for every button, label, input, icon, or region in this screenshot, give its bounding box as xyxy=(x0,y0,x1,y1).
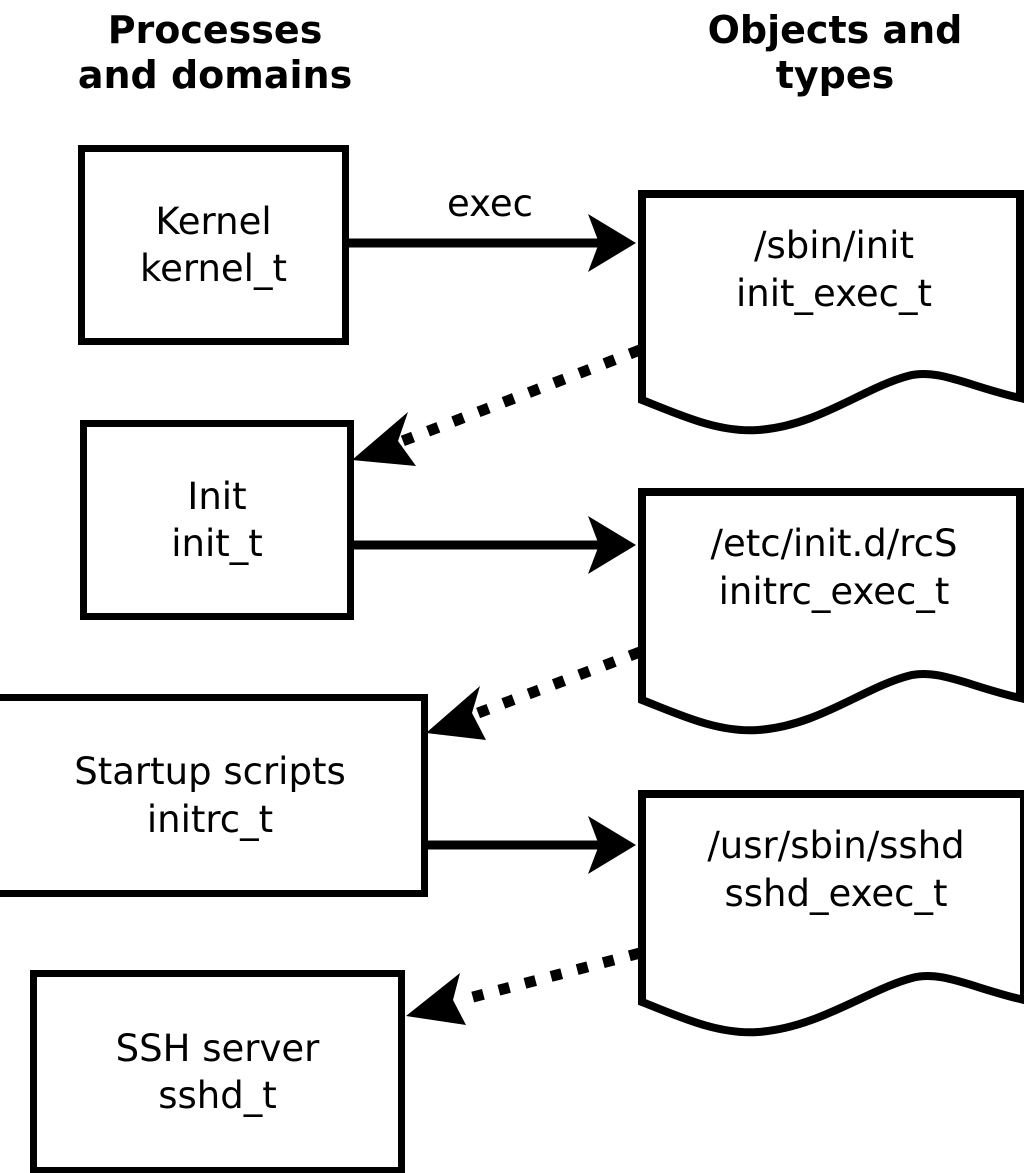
process-box-kernel[interactable]: Kernel kernel_t xyxy=(78,145,349,345)
process-box-init-type: init_t xyxy=(171,522,263,565)
arrowhead xyxy=(426,686,486,740)
document-shape-icon xyxy=(638,190,1024,435)
edge-line-dotted xyxy=(398,344,642,448)
process-box-ssh-server-name: SSH server xyxy=(115,1026,320,1070)
process-box-startup-scripts[interactable]: Startup scripts initrc_t xyxy=(0,694,428,897)
process-box-kernel-type: kernel_t xyxy=(140,247,287,290)
process-box-ssh-server[interactable]: SSH server sshd_t xyxy=(30,970,405,1173)
edge-sshd-exec-transition-sshd xyxy=(406,947,642,1025)
process-box-startup-scripts-name: Startup scripts xyxy=(74,750,346,794)
process-box-ssh-server-type: sshd_t xyxy=(158,1074,277,1117)
column-header-processes-and-domains: Processes and domains xyxy=(77,8,353,97)
edge-init-exec-transition-init xyxy=(352,344,642,466)
document-shape-icon xyxy=(638,488,1024,735)
arrowhead xyxy=(588,816,636,874)
column-header-objects-and-types: Objects and types xyxy=(707,8,963,97)
object-doc-etc-initd-rcs[interactable] xyxy=(638,488,1024,740)
arrowhead xyxy=(406,973,466,1025)
arrowhead xyxy=(588,214,636,272)
edge-init-exec-initrc-exec xyxy=(354,516,636,574)
edge-label-exec: exec xyxy=(447,182,533,225)
process-box-init[interactable]: Init init_t xyxy=(80,420,354,620)
edge-line-dotted xyxy=(476,646,642,719)
process-box-init-name: Init xyxy=(187,474,247,518)
edge-initrc-exec-transition-initrc xyxy=(426,646,642,740)
arrowhead xyxy=(588,516,636,574)
arrowhead xyxy=(352,412,416,466)
edge-line-dotted xyxy=(456,947,642,1007)
process-box-kernel-name: Kernel xyxy=(155,199,272,243)
document-shape-icon xyxy=(638,790,1024,1037)
process-box-startup-scripts-type: initrc_t xyxy=(146,797,274,841)
object-doc-sbin-init[interactable] xyxy=(638,190,1024,440)
edge-initrc-exec-sshd-exec xyxy=(428,816,636,874)
object-doc-usr-sbin-sshd[interactable] xyxy=(638,790,1024,1042)
